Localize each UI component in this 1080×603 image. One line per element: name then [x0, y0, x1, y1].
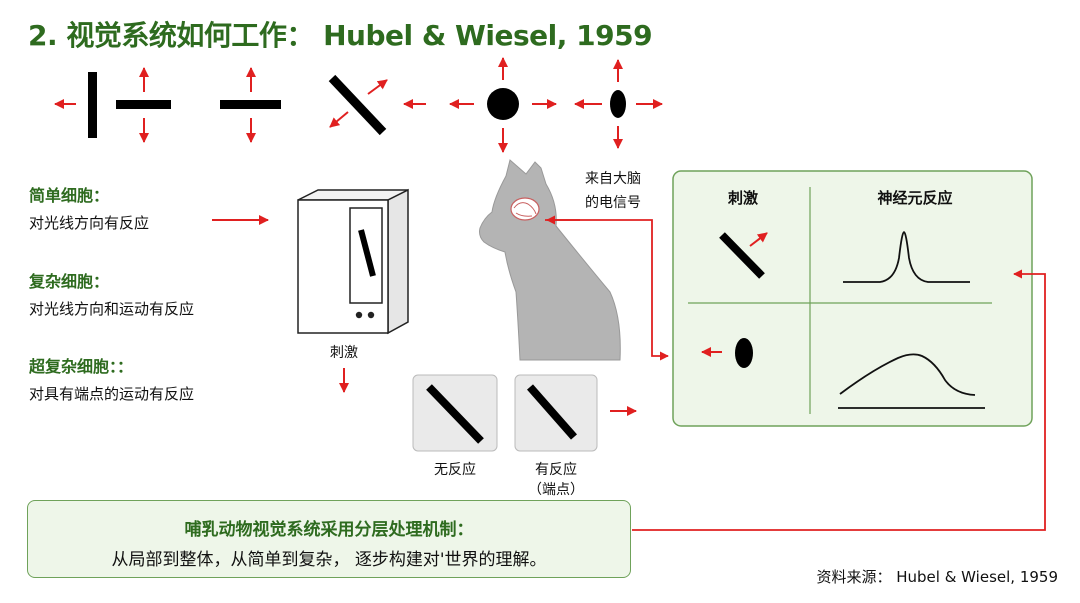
hypercomplex-cell-desc: 对具有端点的运动有反应: [29, 385, 195, 403]
feedback-line: [632, 269, 1046, 531]
brain-signal-line: [545, 219, 669, 361]
response-label: 有反应: [535, 462, 577, 478]
stimulus-horizontal-bar: [116, 100, 171, 109]
stimulus-row: [54, 57, 663, 153]
panel-stimulus-bar: [719, 232, 765, 279]
motion-arrow-down-left: [329, 111, 349, 128]
stimulus-monitor: [297, 188, 409, 335]
brain-signal-label-line1: 来自大脑: [585, 171, 641, 187]
source-credit: 资料来源： Hubel & Wiesel, 1959: [816, 568, 1058, 586]
stimulus-diagonal-bar: [328, 74, 387, 136]
stimulus-vertical-bar: [88, 72, 97, 138]
panel-stimulus-oval: [735, 338, 753, 368]
stimulus-oval: [610, 90, 626, 118]
response-curve-broad: [839, 353, 976, 396]
complex-cell-heading: 复杂细胞：: [29, 272, 110, 291]
page-title: 2. 视觉系统如何工作： Hubel & Wiesel, 1959: [28, 19, 653, 52]
stimulus-dot: [487, 88, 519, 120]
panel-stimulus-header: 刺激: [727, 189, 759, 207]
simple-cell-desc: 对光线方向有反应: [29, 214, 150, 232]
summary-text: 从局部到整体，从简单到复杂， 逐步构建对'世界的理解。: [111, 550, 547, 570]
complex-cell-desc: 对光线方向和运动有反应: [29, 300, 195, 318]
summary-box: 哺乳动物视觉系统采用分层处理机制： 从局部到整体，从简单到复杂， 逐步构建对'世…: [27, 500, 631, 578]
motion-arrow-up-right: [367, 79, 388, 95]
response-curve-sharp: [843, 231, 970, 283]
panel-response-header: 神经元反应: [877, 189, 953, 207]
cat-illustration: [479, 159, 621, 361]
brain-signal-label-line2: 的电信号: [585, 195, 641, 211]
response-note: （端点）: [528, 482, 584, 498]
monitor-label: 刺激: [330, 345, 358, 361]
response-panel: [672, 170, 1033, 427]
panel-motion-arrow: [749, 232, 768, 247]
monitor-bar-stimulus: [358, 229, 376, 277]
simple-cell-heading: 简单细胞：: [29, 186, 110, 205]
no-response-label: 无反应: [434, 462, 476, 478]
hypercomplex-cell-heading: 超复杂细胞：：: [29, 357, 134, 376]
example-response-box: [514, 374, 598, 452]
example-no-response-box: [412, 374, 498, 452]
summary-title: 哺乳动物视觉系统采用分层处理机制：: [184, 520, 474, 540]
stimulus-horizontal-bar: [220, 100, 281, 109]
